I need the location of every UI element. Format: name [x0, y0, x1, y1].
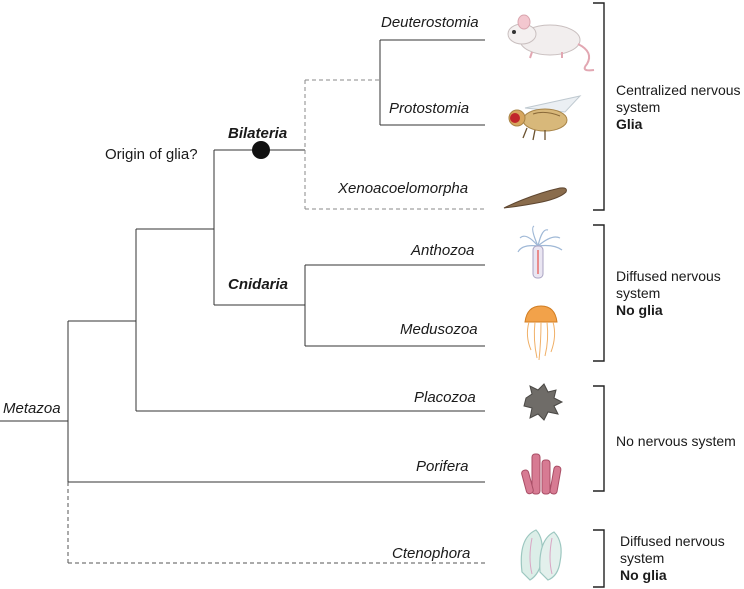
- taxon-label-medusozoa: Medusozoa: [400, 321, 478, 338]
- origin-question: Origin of glia?: [105, 146, 198, 163]
- sea-anemone-icon: [517, 225, 563, 279]
- clade-bilateria: Bilateria: [228, 125, 288, 142]
- taxon-label-porifera: Porifera: [416, 458, 469, 475]
- group-line1: Diffused nervous: [616, 268, 721, 284]
- glia-origin-node: [252, 141, 270, 159]
- comb-jelly-icon: [520, 529, 562, 581]
- bracket-ctenophora: [593, 529, 605, 588]
- group-line2: system: [616, 285, 661, 301]
- group-no-nervous: No nervous system: [616, 433, 736, 450]
- group-glia-status: No glia: [620, 567, 667, 583]
- group-ctenophora: Diffused nervous system No glia: [620, 533, 725, 584]
- taxon-label-protostomia: Protostomia: [389, 100, 470, 117]
- group-centralized: Centralized nervous system Glia: [616, 82, 741, 133]
- taxon-label-deuterostomia: Deuterostomia: [381, 14, 479, 31]
- root-label: Metazoa: [3, 400, 61, 417]
- taxon-label-ctenophora: Ctenophora: [392, 545, 471, 562]
- bracket-centralized: [593, 2, 605, 211]
- fly-icon: [508, 95, 582, 141]
- taxon-label-anthozoa: Anthozoa: [411, 242, 475, 259]
- placozoan-icon: [523, 383, 564, 421]
- jellyfish-icon: [524, 305, 558, 361]
- clade-cnidaria: Cnidaria: [228, 276, 289, 293]
- group-line1: Diffused nervous: [620, 533, 725, 549]
- group-diffused: Diffused nervous system No glia: [616, 268, 721, 319]
- group-glia-status: Glia: [616, 116, 643, 132]
- tree-branches: [0, 39, 485, 483]
- group-line2: system: [616, 99, 661, 115]
- group-brackets: [593, 2, 605, 588]
- group-line2: system: [620, 550, 665, 566]
- flatworm-icon: [503, 187, 567, 209]
- group-line1: Centralized nervous: [616, 82, 741, 98]
- bracket-no-nervous: [593, 385, 605, 492]
- taxon-label-xenoacoelomorpha: Xenoacoelomorpha: [338, 180, 469, 197]
- bracket-diffused: [593, 224, 605, 362]
- group-glia-status: No glia: [616, 302, 663, 318]
- dashed-branches: [67, 79, 485, 564]
- group-line1: No nervous system: [616, 433, 736, 449]
- taxon-label-placozoa: Placozoa: [414, 389, 476, 406]
- mouse-icon: [507, 14, 595, 72]
- sponge-icon: [521, 453, 562, 495]
